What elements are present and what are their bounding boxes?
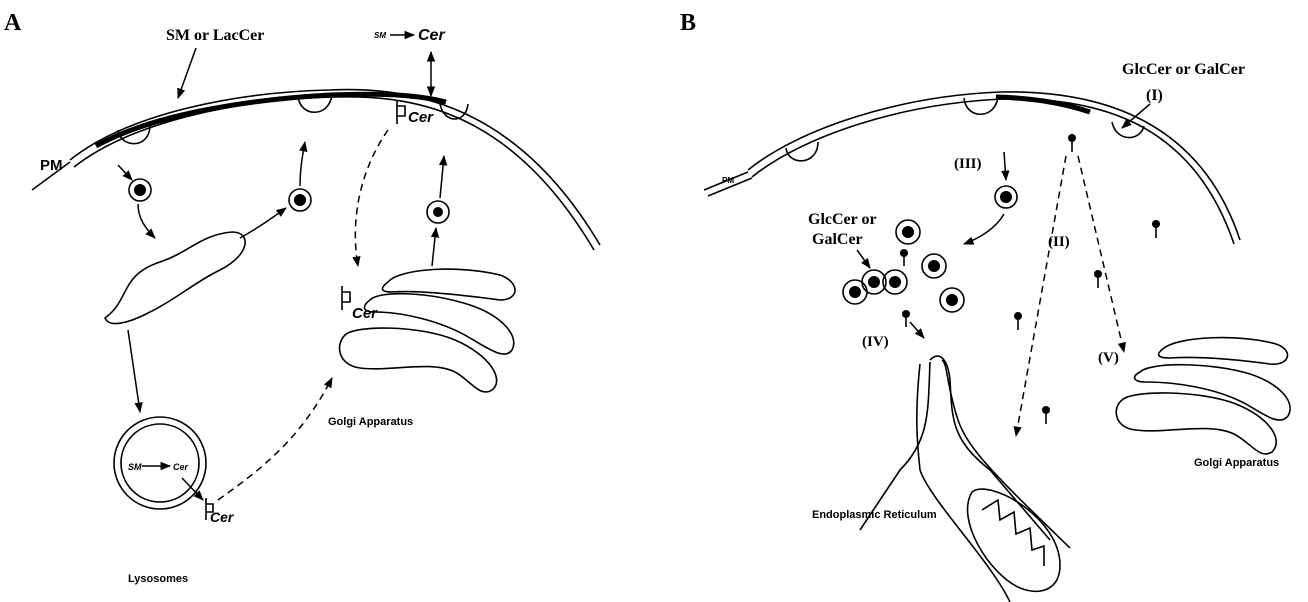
panel-a-endosome <box>105 232 245 324</box>
panel-a: A SM or LacCer PM <box>4 10 600 585</box>
panel-a-dashed-pm-to-golgi <box>355 130 388 266</box>
panel-b-membrane-pits <box>786 96 1144 161</box>
panel-a-arrow-to-lysosome <box>128 330 140 412</box>
panel-a-lys-sm-label: SM <box>128 462 142 472</box>
panel-b-arrow-to-cluster <box>964 214 1004 244</box>
panel-a-dashed-lys-to-golgi <box>218 378 332 500</box>
panel-a-golgi-label: Golgi Apparatus <box>328 416 413 428</box>
panel-b-gc-top-label: GlcCer or GalCer <box>1122 61 1245 78</box>
panel-b-endoplasmic-reticulum <box>860 356 1070 602</box>
panel-a-endocytic-vesicle <box>129 179 151 201</box>
panel-a-letter: A <box>4 10 22 36</box>
panel-a-pm-label: PM <box>40 157 63 174</box>
panel-a-recycling-vesicle <box>289 189 311 211</box>
panel-b-gc-left-label-1: GlcCer or <box>808 211 877 228</box>
panel-b-arrow-step-3 <box>1004 152 1006 180</box>
panel-a-arrow-golgi-vesicle <box>432 228 436 266</box>
panel-b-step-1: (I) <box>1146 87 1163 104</box>
panel-a-entry-arrow <box>178 48 196 98</box>
panel-b-gc-left-label-2: GalCer <box>812 231 863 248</box>
panel-a-golgi-cer-label: Cer <box>352 305 378 322</box>
panel-a-golgi-lipid-icon <box>342 286 350 310</box>
panel-a-arrow-to-recycling <box>240 208 286 238</box>
panel-b-letter: B <box>680 10 696 36</box>
panel-b-golgi-stack <box>1116 338 1290 454</box>
panel-a-arrow-to-endosome <box>138 204 155 238</box>
panel-b-endocytic-vesicle <box>995 186 1017 208</box>
panel-a-lys-cer-out-label: Cer <box>210 509 235 525</box>
panel-a-arrow-recycle-pm <box>300 142 305 186</box>
panel-a-top-cer-label: Cer <box>418 27 445 44</box>
panel-a-pm-cer-label: Cer <box>408 109 434 126</box>
panel-b-step-4: (IV) <box>862 334 889 350</box>
panel-a-lysosomes-label: Lysosomes <box>128 573 188 585</box>
panel-b-pm-label: PM <box>722 176 734 185</box>
panel-b-dashed-to-golgi <box>1078 156 1124 352</box>
panel-b-arrow-label-to-vesicle <box>857 250 870 268</box>
panel-b-mitochondrion <box>968 489 1060 591</box>
panel-b-lipid-monomers <box>900 134 1160 424</box>
panel-a-lys-cer-in-label: Cer <box>173 462 189 472</box>
panel-a-golgi-stack <box>340 269 515 392</box>
panel-b-er-label: Endoplasmic Reticulum <box>812 509 937 521</box>
panel-b-step-5: (V) <box>1098 350 1119 366</box>
panel-b-dashed-to-er <box>1016 156 1066 436</box>
panel-a-top-sm-label: SM <box>374 31 386 40</box>
panel-a-sm-laccer-label: SM or LacCer <box>166 27 264 44</box>
panel-b: B PM GlcCer or GalCer (I) (III) GlcCer o… <box>680 10 1290 602</box>
panel-b-golgi-label: Golgi Apparatus <box>1194 457 1279 469</box>
panel-a-lys-exit-arrow <box>182 478 203 500</box>
panel-b-step-3: (III) <box>954 156 982 172</box>
panel-a-golgi-vesicle <box>427 201 449 223</box>
panel-a-plasma-membrane <box>32 90 600 250</box>
panel-a-arrow-endocytosis <box>118 165 132 180</box>
panel-a-arrow-to-pm <box>440 156 444 198</box>
panel-b-arrow-step-4 <box>910 322 924 338</box>
panel-a-pm-lipid-icon <box>397 100 405 124</box>
